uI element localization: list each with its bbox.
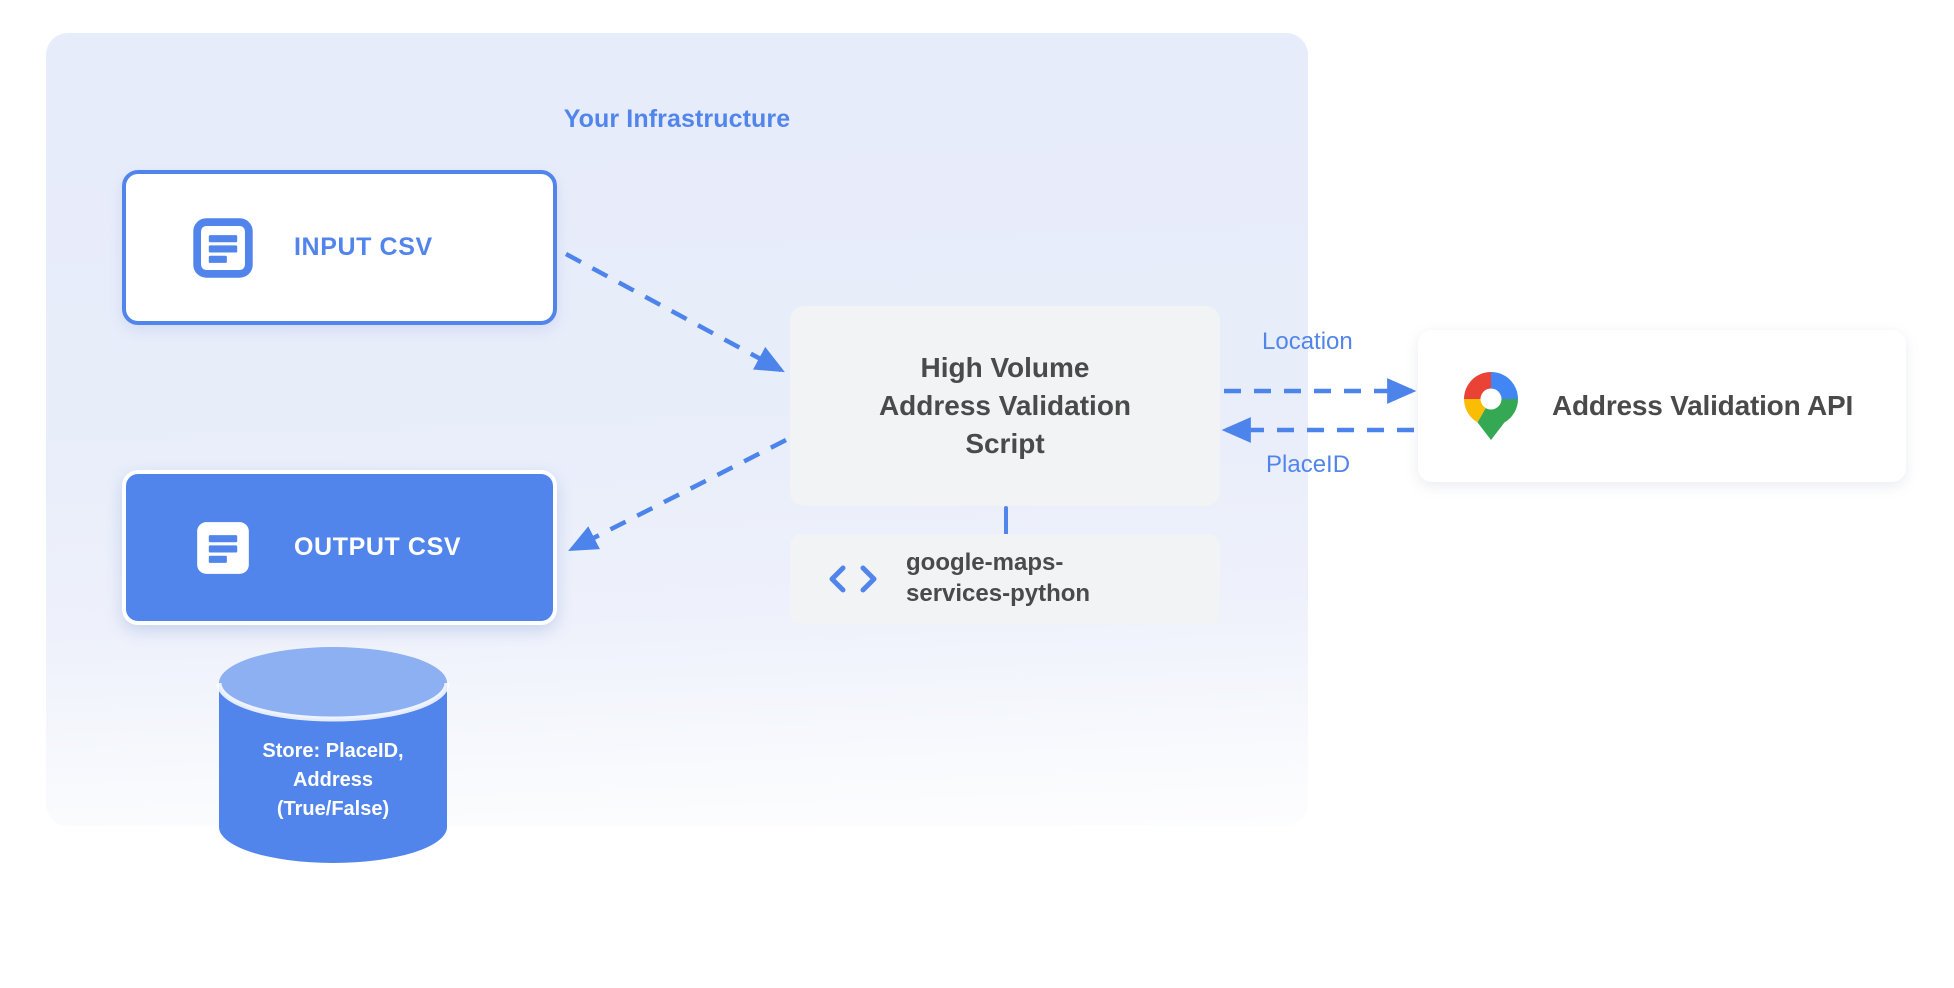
address-validation-api-label: Address Validation API (1552, 390, 1854, 421)
output-csv-label: OUTPUT CSV (294, 533, 462, 561)
code-brackets-icon (829, 565, 877, 593)
google-maps-pin-icon (1464, 372, 1518, 440)
your-infrastructure-label: Your Infrastructure (563, 105, 791, 133)
script-line-1: High Volume (920, 352, 1090, 384)
document-icon (193, 217, 253, 278)
database-cylinder-icon (216, 647, 450, 863)
input-csv-label: INPUT CSV (294, 233, 433, 261)
document-icon (197, 521, 249, 574)
script-library-connector (1004, 506, 1008, 537)
output-csv-node[interactable]: OUTPUT CSV (122, 470, 557, 625)
script-text: High Volume Address Validation Script (790, 349, 1220, 462)
address-validation-api-node[interactable]: Address Validation API (1418, 330, 1906, 482)
library-node[interactable]: google-maps- services-python (790, 534, 1220, 624)
library-text: google-maps- services-python (906, 548, 1090, 609)
edge-label-placeid: PlaceID (1266, 451, 1351, 478)
library-line-1: google-maps- (906, 549, 1064, 577)
database-node[interactable]: Store: PlaceID, Address (True/False) (213, 645, 453, 865)
library-line-2: services-python (906, 580, 1091, 607)
script-line-2: Address Validation (878, 390, 1132, 422)
script-line-3: Script (965, 427, 1045, 459)
edge-label-location: Location (1262, 328, 1353, 355)
input-csv-node[interactable]: INPUT CSV (122, 170, 557, 325)
script-node[interactable]: High Volume Address Validation Script (790, 306, 1220, 506)
